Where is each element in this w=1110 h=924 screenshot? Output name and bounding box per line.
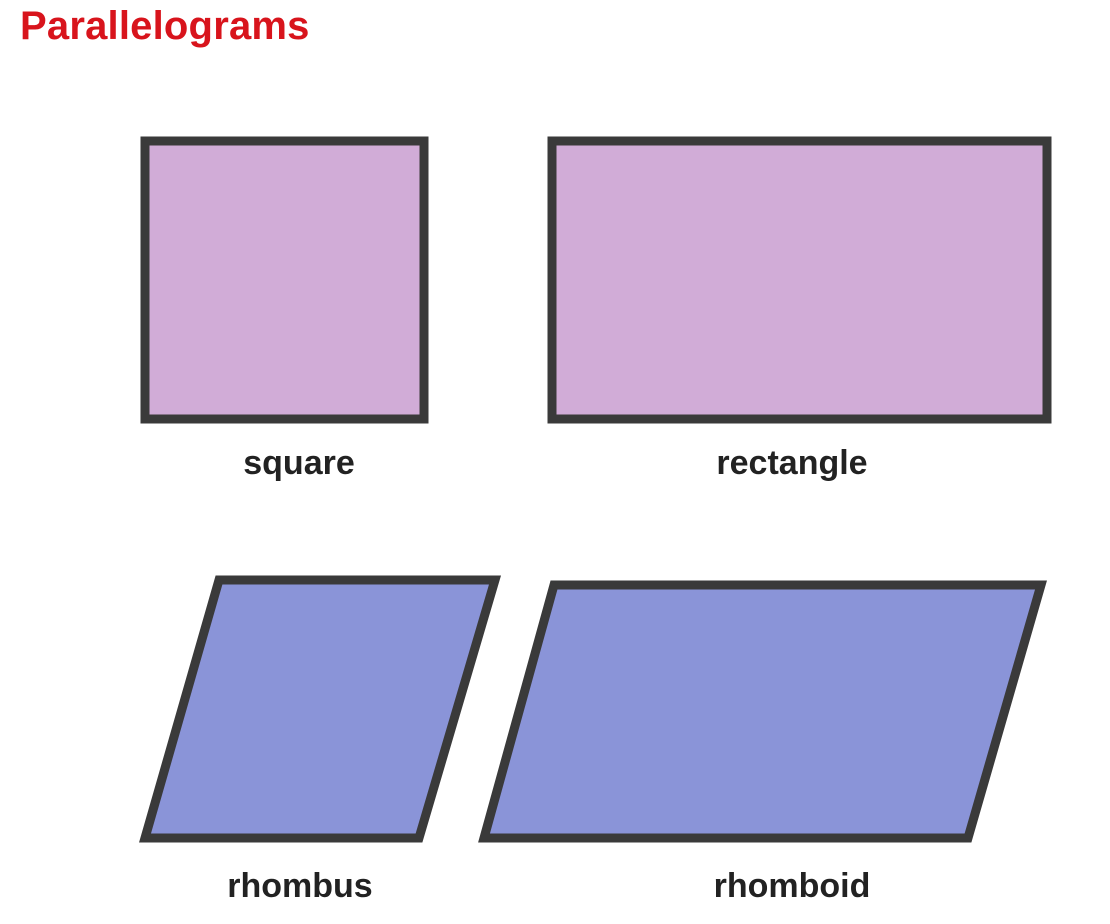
rhombus-label: rhombus [227,867,372,905]
square-shape [140,136,429,424]
rectangle-shape [547,136,1052,424]
square-label: square [243,444,355,482]
rhomboid-label: rhomboid [714,867,871,905]
page-title: Parallelograms [20,4,310,48]
rhombus-shape [139,575,502,843]
rhomboid-shape [478,580,1047,843]
rectangle-label: rectangle [716,444,867,482]
